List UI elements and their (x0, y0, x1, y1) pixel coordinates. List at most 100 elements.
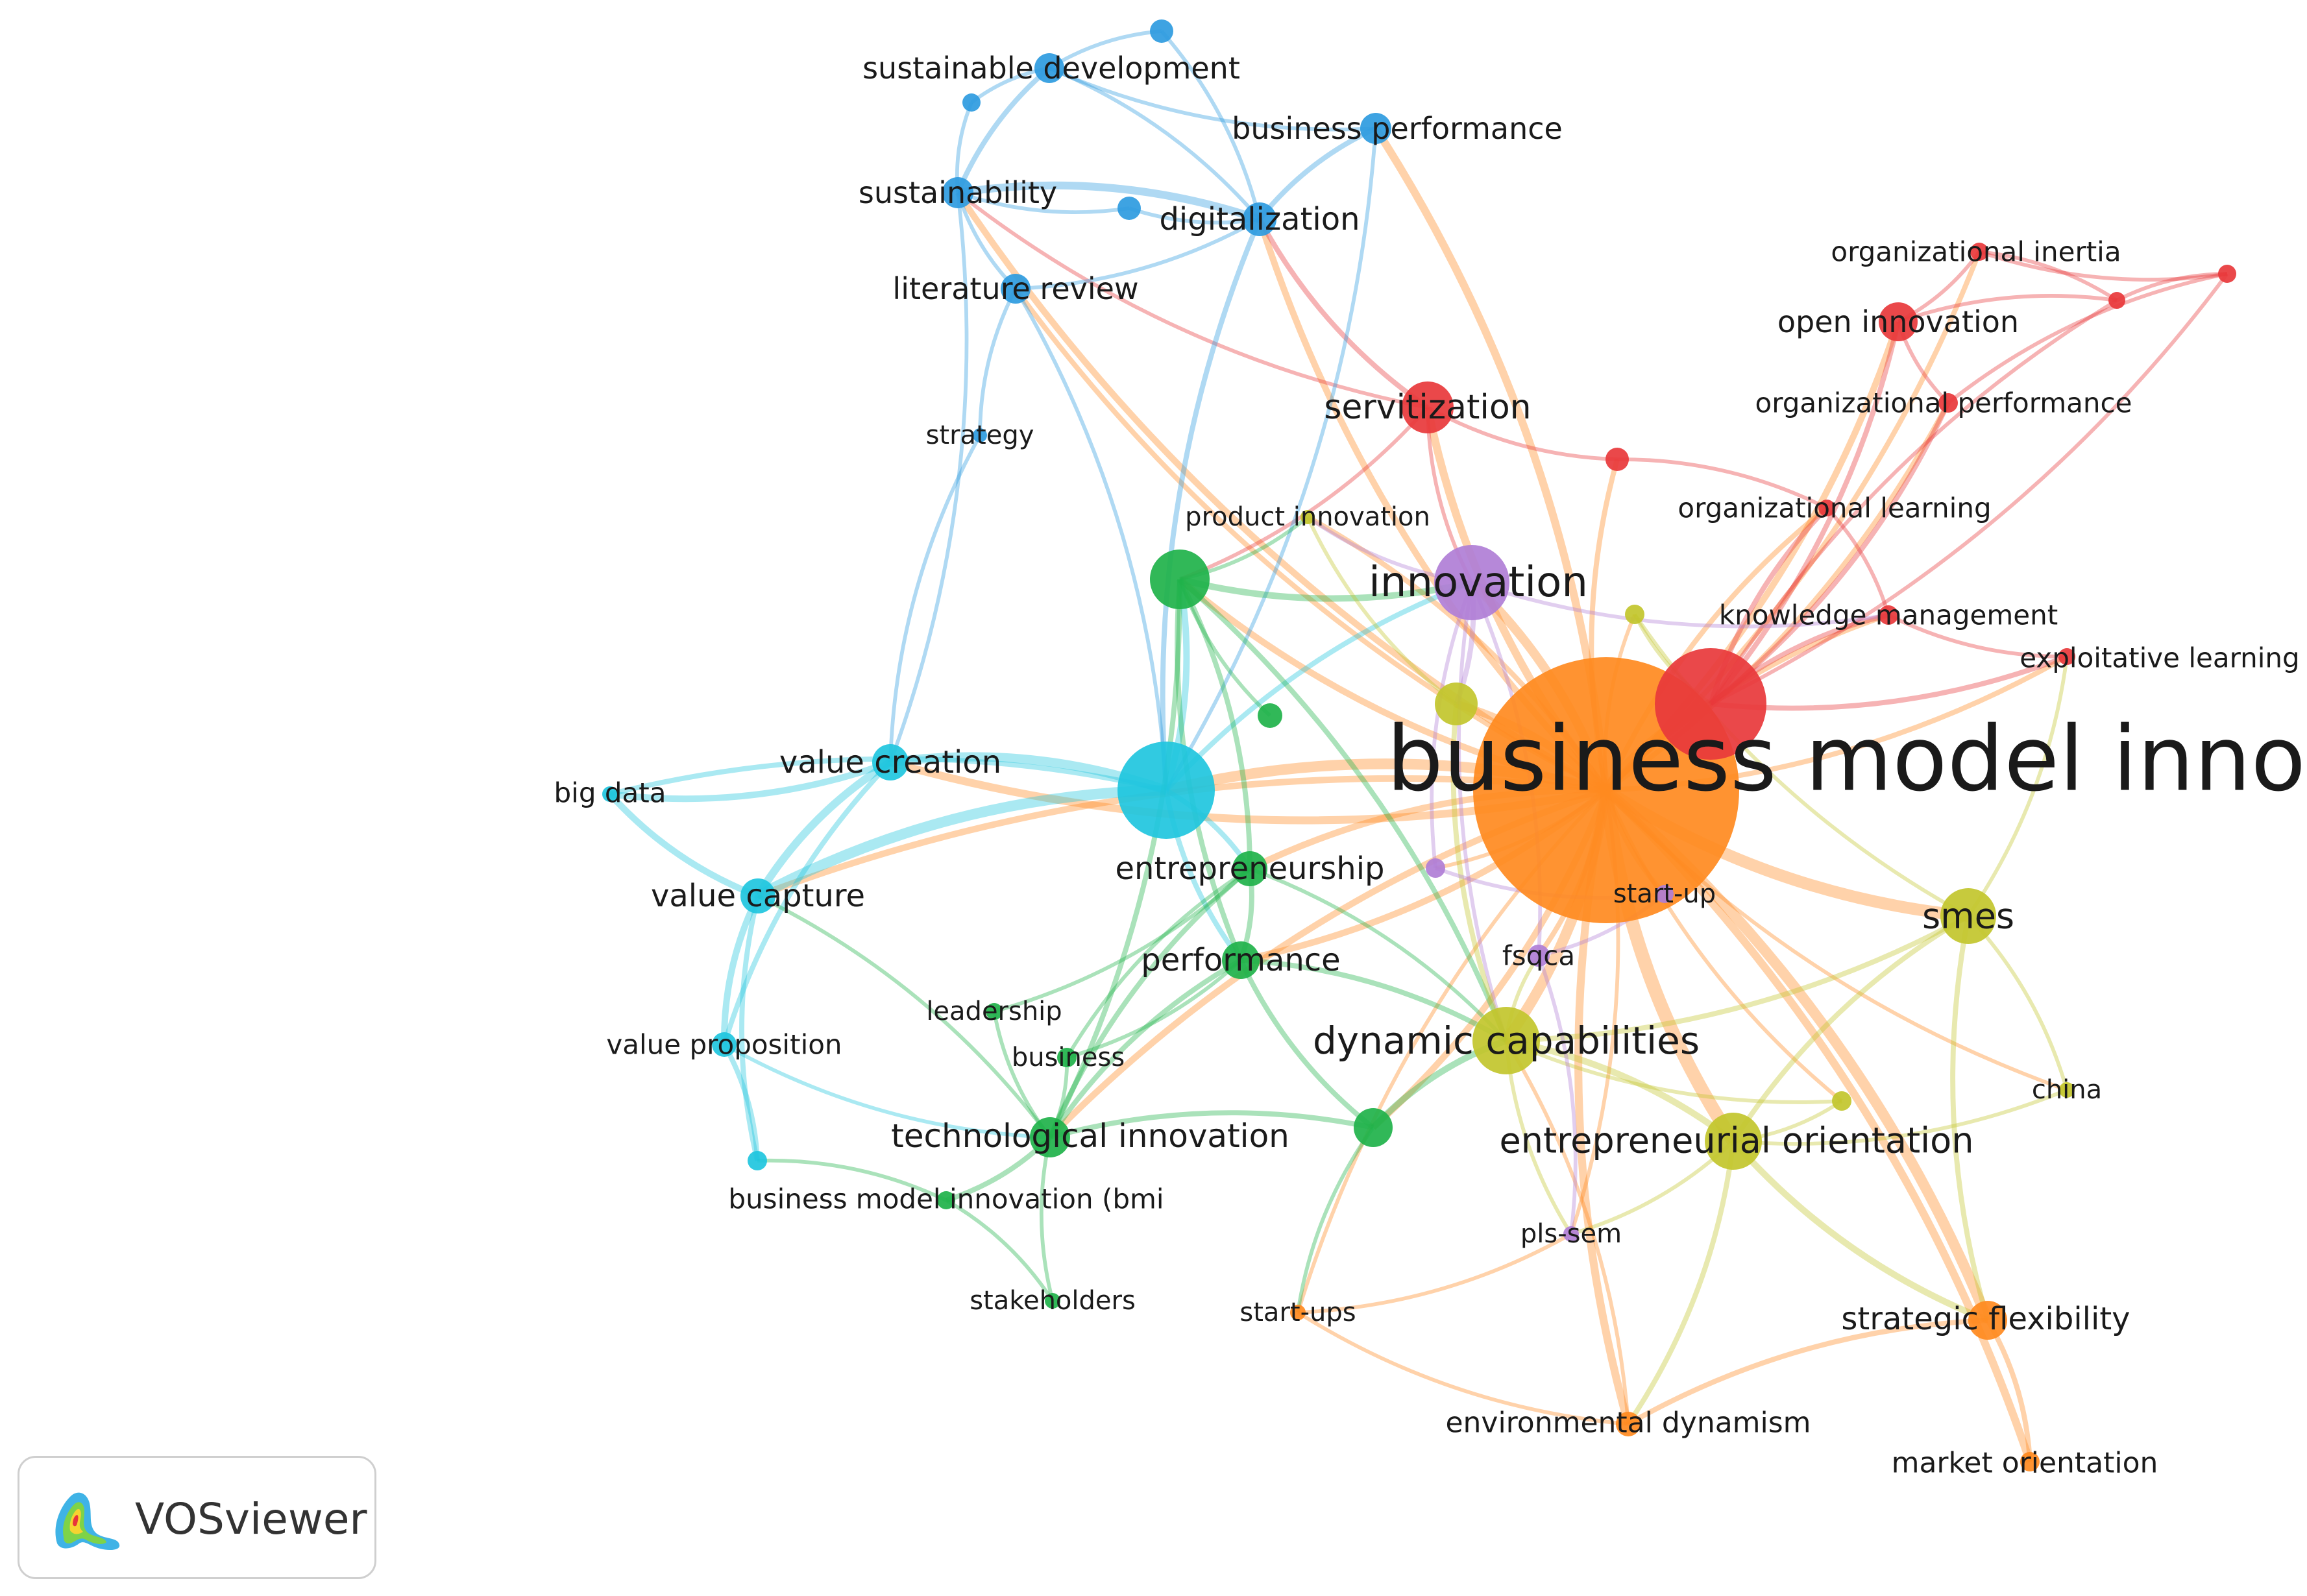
label-market-orientation: market orientation (1892, 1447, 2158, 1480)
node-strategy[interactable] (973, 428, 987, 442)
node-yellow-c[interactable] (1832, 1091, 1851, 1111)
node-red-c[interactable] (2218, 265, 2236, 283)
label-entrepreneurship: entrepreneurship (1115, 851, 1384, 887)
node-red-a[interactable] (1605, 448, 1629, 471)
network-link (1430, 581, 1474, 869)
node-business-perf[interactable] (1360, 113, 1391, 144)
node-leadership[interactable] (986, 1003, 1003, 1020)
vosviewer-logo-icon (55, 1492, 120, 1550)
node-start-up[interactable] (1655, 885, 1674, 903)
node-org-inertia[interactable] (1970, 243, 1988, 261)
node-knowledge-mgmt[interactable] (1879, 605, 1898, 625)
network-link (957, 191, 1130, 214)
network-link (1066, 958, 1242, 1059)
node-performance[interactable] (1222, 941, 1260, 979)
node-sustainability[interactable] (942, 177, 973, 208)
node-org-learning[interactable] (1818, 500, 1835, 516)
node-value-proposition[interactable] (712, 1032, 737, 1057)
network-link (1177, 578, 1252, 869)
node-purple-a[interactable] (1426, 858, 1445, 878)
node-entrepreneurship[interactable] (1232, 851, 1267, 886)
network-link (1950, 915, 1990, 1322)
node-tech-innovation[interactable] (1030, 1117, 1070, 1157)
node-open-innovation[interactable] (1879, 302, 1918, 341)
network-link (755, 784, 1167, 901)
network-link (1733, 1088, 2068, 1146)
node-entre-orientation[interactable] (1705, 1113, 1762, 1170)
node-blue-a[interactable] (1150, 19, 1173, 43)
network-link (1296, 1126, 1375, 1313)
network-link (1014, 287, 1168, 791)
node-cyan-big[interactable] (1117, 742, 1215, 839)
network-link (955, 191, 1608, 793)
network-link (1048, 66, 1376, 132)
node-lit-review[interactable] (1001, 274, 1031, 304)
network-link (1039, 1137, 1055, 1301)
network-link (1047, 579, 1182, 1139)
node-fsqca[interactable] (1528, 945, 1550, 967)
node-org-performance[interactable] (1938, 393, 1958, 413)
network-link (994, 867, 1251, 1013)
vosviewer-badge: VOSviewer (18, 1456, 376, 1579)
network-link (1306, 516, 1458, 706)
node-market-orientation[interactable] (2020, 1452, 2040, 1471)
node-blue-c[interactable] (1117, 197, 1141, 220)
label-bmi: business model innovation (1386, 707, 2307, 812)
network-link (1506, 1037, 1736, 1144)
node-red-big[interactable] (1655, 648, 1766, 760)
label-strategic-flex: strategic flexibility (1841, 1301, 2130, 1337)
network-link (1626, 1141, 1736, 1426)
network-link (1709, 272, 2229, 706)
node-red-b[interactable] (2108, 292, 2125, 309)
label-servitization: servitization (1324, 388, 1531, 427)
network-link (1297, 1232, 1572, 1314)
node-innovation[interactable] (1434, 545, 1509, 620)
network-link (1178, 406, 1430, 581)
node-bmi-bmi[interactable] (937, 1191, 955, 1209)
node-product-innovation[interactable] (1300, 510, 1315, 524)
network-link (1249, 867, 1508, 1042)
label-entre-orientation: entrepreneurial orientation (1500, 1120, 1974, 1161)
node-cyan-a[interactable] (748, 1151, 767, 1170)
network-nodes (602, 19, 2236, 1471)
label-big-data: big data (554, 777, 666, 809)
vosviewer-name: VOSviewer (135, 1494, 367, 1544)
node-green-b[interactable] (1258, 703, 1282, 728)
node-strategic-flex[interactable] (1968, 1301, 2007, 1340)
node-servitization[interactable] (1402, 381, 1454, 433)
node-pls-sem[interactable] (1563, 1226, 1579, 1242)
node-green-big[interactable] (1150, 550, 1210, 609)
node-sust-dev[interactable] (1034, 53, 1064, 83)
label-smes: smes (1922, 896, 2014, 937)
network-link (607, 792, 759, 899)
network-link (609, 759, 892, 803)
node-green-a[interactable] (1354, 1108, 1393, 1147)
node-value-capture[interactable] (740, 878, 775, 913)
network-link (1731, 913, 1970, 1143)
node-yellow-a[interactable] (1435, 683, 1478, 725)
label-innovation: innovation (1369, 559, 1588, 607)
node-smes[interactable] (1940, 888, 1996, 944)
network-link (1457, 582, 1508, 1041)
network-link (1049, 1110, 1374, 1140)
node-china[interactable] (2059, 1082, 2075, 1098)
network-link (1238, 959, 1375, 1130)
node-digitalization[interactable] (1243, 202, 1276, 236)
network-link (722, 760, 892, 1046)
network-link (1979, 250, 2228, 282)
node-start-ups[interactable] (1290, 1305, 1306, 1320)
node-yellow-b[interactable] (1625, 605, 1644, 624)
network-link (1825, 507, 1890, 616)
node-value-creation[interactable] (872, 744, 909, 780)
label-org-performance: organizational performance (1755, 387, 2132, 419)
node-stakeholders[interactable] (1045, 1293, 1060, 1309)
node-dynamic-cap[interactable] (1472, 1007, 1540, 1074)
node-env-dynamism[interactable] (1616, 1412, 1641, 1436)
network-link (1450, 703, 1509, 1042)
node-exploitative[interactable] (2058, 648, 2075, 665)
node-business[interactable] (1057, 1048, 1077, 1067)
node-big-data[interactable] (602, 786, 618, 802)
node-blue-b[interactable] (962, 93, 981, 112)
